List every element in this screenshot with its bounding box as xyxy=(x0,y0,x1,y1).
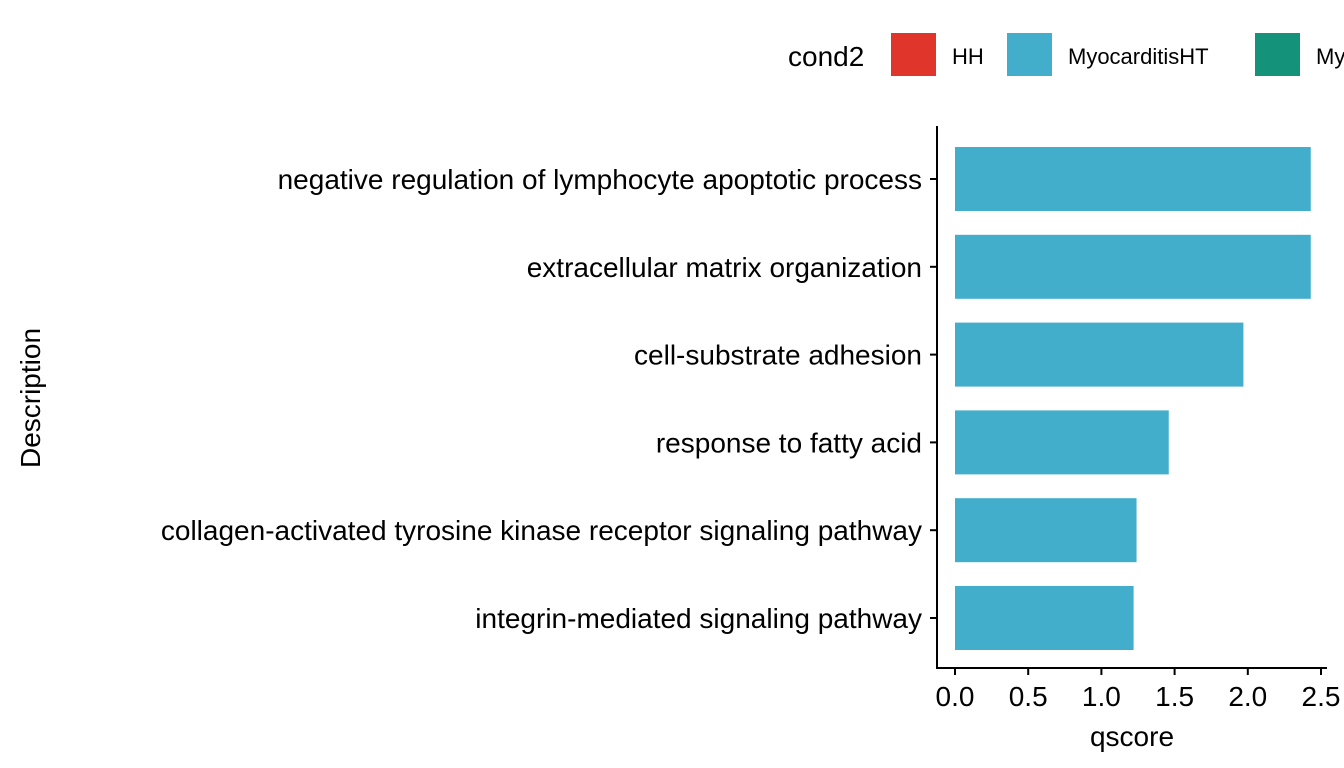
category-label-3: response to fatty acid xyxy=(656,427,922,458)
bar-2 xyxy=(955,322,1244,387)
bar-1 xyxy=(955,234,1311,299)
x-tick-label-1: 0.5 xyxy=(1009,681,1048,712)
legend-title: cond2 xyxy=(788,41,864,72)
y-axis-title: Description xyxy=(15,328,46,468)
x-tick-label-0: 0.0 xyxy=(936,681,975,712)
legend-label-0: HH xyxy=(952,44,984,69)
bars xyxy=(955,147,1311,650)
legend-key-2 xyxy=(1255,33,1300,76)
category-label-1: extracellular matrix organization xyxy=(527,252,922,283)
bar-5 xyxy=(955,586,1134,650)
bar-3 xyxy=(955,410,1169,475)
x-axis-title: qscore xyxy=(1090,721,1174,752)
x-tick-label-2: 1.0 xyxy=(1082,681,1121,712)
bar-4 xyxy=(955,498,1137,563)
category-label-2: cell-substrate adhesion xyxy=(634,340,922,371)
category-label-4: collagen-activated tyrosine kinase recep… xyxy=(161,515,922,546)
legend-label-2: My xyxy=(1316,44,1344,69)
legend: cond2 HH MyocarditisHT My xyxy=(788,33,1344,76)
legend-key-1 xyxy=(1007,33,1052,76)
legend-label-1: MyocarditisHT xyxy=(1068,44,1209,69)
y-axis: negative regulation of lymphocyte apopto… xyxy=(161,126,938,669)
category-label-0: negative regulation of lymphocyte apopto… xyxy=(278,164,922,195)
x-tick-label-5: 2.5 xyxy=(1302,681,1341,712)
x-tick-label-4: 2.0 xyxy=(1228,681,1267,712)
bar-0 xyxy=(955,147,1311,211)
x-axis: 0.0 0.5 1.0 1.5 2.0 2.5 xyxy=(936,667,1341,712)
x-tick-label-3: 1.5 xyxy=(1155,681,1194,712)
legend-key-0 xyxy=(891,33,936,76)
category-label-5: integrin-mediated signaling pathway xyxy=(475,603,922,634)
